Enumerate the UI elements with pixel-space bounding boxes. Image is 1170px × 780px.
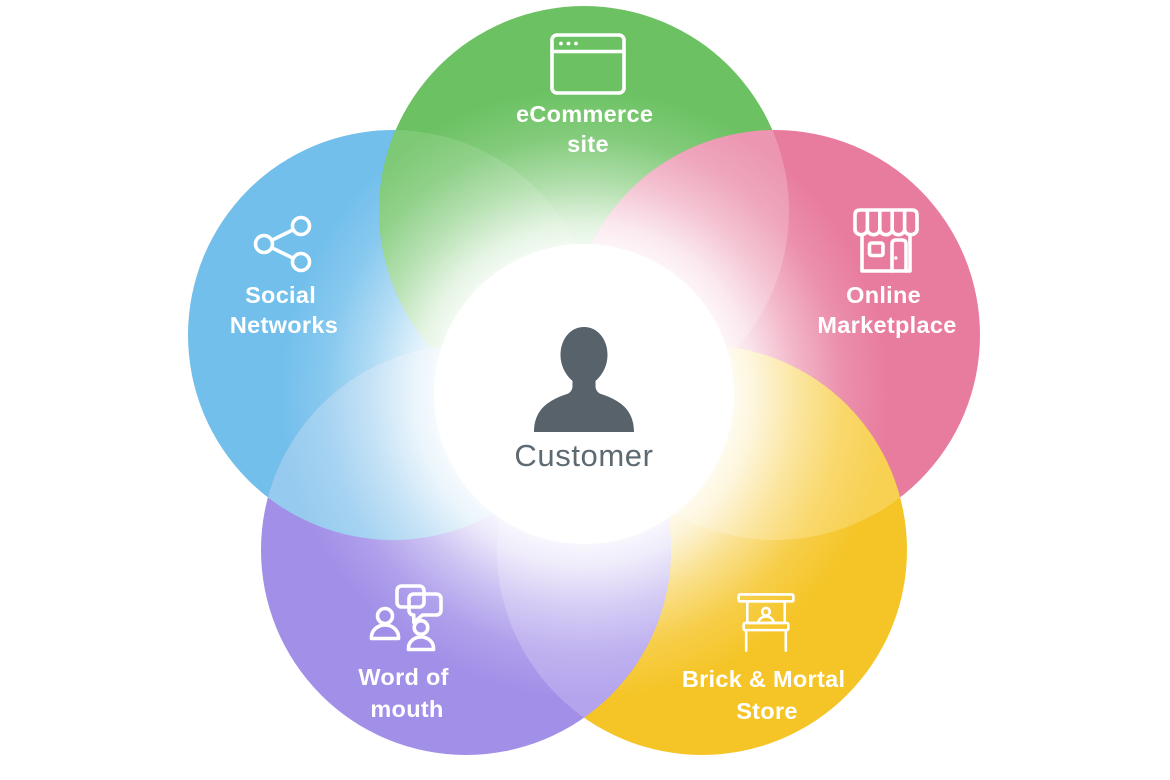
- market-stall-icon: [737, 593, 795, 652]
- storefront-icon: [853, 208, 919, 273]
- share-icon: [253, 215, 312, 273]
- label-online-marketplace: Online Marketplace: [817, 282, 956, 338]
- chat-people-icon: [369, 584, 443, 652]
- label-marketplace-line1: Online: [846, 282, 921, 308]
- person-avatar-icon: [534, 327, 634, 432]
- label-word-of-mouth: Word of mouth: [358, 664, 455, 722]
- label-ecommerce-line1: eCommerce: [516, 101, 653, 127]
- label-brick-line2: Store: [736, 698, 798, 724]
- label-customer: Customer: [514, 438, 653, 473]
- petal-labels: eCommerce site Online Marketplace Brick …: [230, 101, 956, 724]
- label-social-networks: Social Networks: [230, 282, 338, 338]
- label-social-line1: Social: [245, 282, 316, 308]
- label-social-line2: Networks: [230, 312, 338, 338]
- label-ecommerce-line2: site: [567, 131, 609, 157]
- label-brick-mortal-store: Brick & Mortal Store: [682, 666, 852, 724]
- label-marketplace-line2: Marketplace: [817, 312, 956, 338]
- label-ecommerce-site: eCommerce site: [516, 101, 660, 157]
- browser-window-icon: [550, 33, 626, 95]
- label-brick-line1: Brick & Mortal: [682, 666, 846, 692]
- label-word-line2: mouth: [370, 696, 443, 722]
- label-word-line1: Word of: [358, 664, 448, 690]
